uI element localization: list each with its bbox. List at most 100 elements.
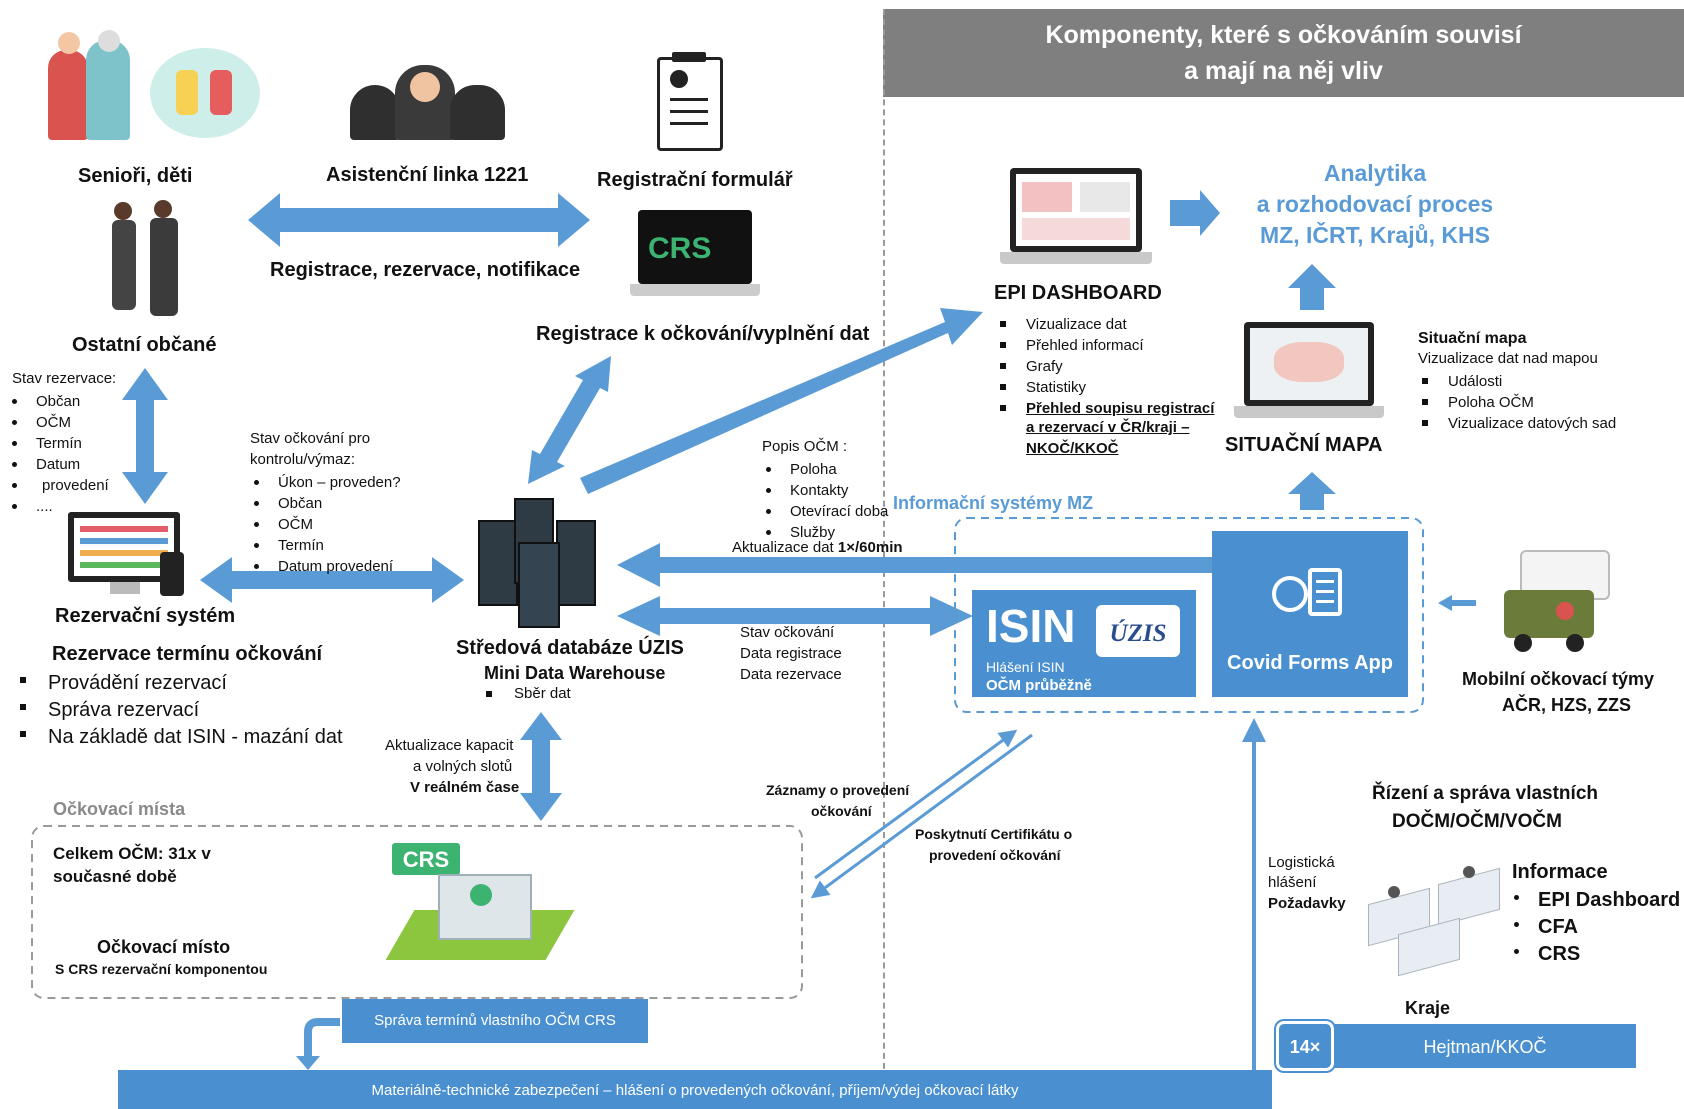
list-item: Datum provedení <box>248 556 401 577</box>
list-item: Události <box>1418 371 1616 392</box>
stav-rezervace-title: Stav rezervace: <box>12 370 117 387</box>
logist-2: hlášení <box>1268 874 1317 891</box>
list-item: Služby <box>760 522 888 543</box>
list-item: Poloha <box>760 459 888 480</box>
mobil-teams-2: AČR, HZS, ZZS <box>1502 695 1631 715</box>
logist-1: Logistická <box>1268 854 1335 871</box>
popis-ocm-list: Poloha Kontakty Otevírací doba Služby <box>760 459 888 543</box>
other-citizens-illustration <box>112 200 192 318</box>
reg-double-arrow <box>248 193 590 247</box>
count-badge-text: 14× <box>1289 1037 1321 1057</box>
list-item: Správa rezervací <box>16 697 343 724</box>
crs-badge-text: CRS <box>402 847 450 872</box>
sit-map-list: Události Poloha OČM Vizualizace datových… <box>1418 371 1616 434</box>
list-item: Přehled informací <box>996 335 1214 356</box>
list-item: Provádění rezervací <box>16 670 343 697</box>
epi-laptop-icon <box>1000 168 1152 268</box>
certifikat-line <box>810 733 1033 899</box>
epi-special-3: NKOČ/KKOČ <box>1026 440 1119 457</box>
kontrola-title-2: kontrolu/výmaz: <box>250 451 356 468</box>
citizen-vertical-arrow <box>122 368 168 504</box>
db-epi-arrow <box>580 308 983 494</box>
rez-system-monitor-icon <box>68 512 188 602</box>
mobil-cfa-arrow <box>1438 595 1476 611</box>
helpline-label: Asistenční linka 1221 <box>326 164 529 186</box>
list-item: Občan <box>6 391 109 412</box>
isin-sub-2: OČM průběžně <box>986 677 1092 694</box>
rez-db-arrow <box>200 557 464 603</box>
sprava-terminu-text: Správa termínů vlastního OČM CRS <box>374 1012 616 1029</box>
ocm-section-title: Očkovací místa <box>53 799 186 819</box>
virus-form-icon <box>1272 566 1344 622</box>
list-item: Úkon – proveden? <box>248 472 401 493</box>
list-item: Vizualizace datových sad <box>1418 413 1616 434</box>
epi-list: Vizualizace dat Přehled informací Grafy … <box>996 314 1214 419</box>
header-band <box>883 9 1684 97</box>
hejtman-bar <box>1334 1024 1636 1068</box>
list-item: OČM <box>248 514 401 535</box>
rez-terminu-title: Rezervace termínu očkování <box>52 643 323 665</box>
stav-ockovani-1: Stav očkování <box>740 624 835 641</box>
crs-screen-text: CRS <box>648 232 712 265</box>
count-badge <box>1276 1021 1334 1071</box>
list-item: OČM <box>6 412 109 433</box>
is-mz-dashed-box <box>954 517 1424 713</box>
regform-label: Registrační formulář <box>597 169 793 191</box>
sit-map-sub: Vizualizace dat nad mapou <box>1418 350 1598 367</box>
list-item: Poloha OČM <box>1418 392 1616 413</box>
registration-form-icon <box>657 52 723 151</box>
list-item: Občan <box>248 493 401 514</box>
db-list: Sběr dat <box>482 684 571 704</box>
epi-title: EPI DASHBOARD <box>994 282 1162 304</box>
ocm-place-sub: S CRS rezervační komponentou <box>55 961 268 977</box>
rez-terminu-list: Provádění rezervací Správa rezervací Na … <box>16 670 343 751</box>
rizeni-2: DOČM/OČM/VOČM <box>1392 811 1562 832</box>
sit-map-title: Situační mapa <box>1418 330 1527 347</box>
informace-title: Informace <box>1512 861 1608 883</box>
helpline-illustration <box>350 60 510 145</box>
list-item: Datum <box>6 454 109 475</box>
list-item: .... <box>6 496 109 517</box>
reg-arrow-label: Registrace, rezervace, notifikace <box>270 259 581 281</box>
mobil-teams-1: Mobilní očkovací týmy <box>1462 669 1655 689</box>
cfa-db-arrow <box>617 543 1212 587</box>
ocm-place-label: Očkovací místo <box>97 937 231 957</box>
list-item: Termín <box>248 535 401 556</box>
db-isin-arrow <box>617 596 973 636</box>
stav-rezervace-list: Občan OČM Termín Datum provedení .... <box>6 391 109 517</box>
sprava-hook-arrow <box>304 1018 340 1060</box>
list-item: Přehled soupisu registrací <box>996 398 1214 419</box>
uzis-logo <box>1096 605 1180 657</box>
is-mz-title: Informační systémy MZ <box>893 493 1094 513</box>
zaznamy-line <box>814 729 1018 880</box>
analytika-3: MZ, IČRT, Krajů, KHS <box>1259 222 1490 248</box>
list-item: Otevírací doba <box>760 501 888 522</box>
header-title-line2: a mají na něj vliv <box>1184 57 1383 85</box>
stav-ockovani-3: Data rezervace <box>740 666 842 683</box>
office-workers-illustration <box>1368 856 1508 977</box>
seniors-label: Senioři, děti <box>78 165 193 187</box>
db-ocm-arrow <box>520 712 562 821</box>
hejtman-text: Hejtman/KKOČ <box>1423 1037 1547 1057</box>
list-item: EPI Dashboard <box>1508 887 1680 914</box>
celkem-ocm-1: Celkem OČM: 31x v <box>53 844 211 863</box>
seniors-children-illustration <box>38 30 268 155</box>
ocm-dashed-box <box>31 825 803 999</box>
aktual-60-label: Aktualizace dat 1×/60min <box>732 539 903 556</box>
list-item: CRS <box>1508 941 1680 968</box>
logist-3: Požadavky <box>1268 895 1346 912</box>
rizeni-1: Řízení a správa vlastních <box>1372 783 1598 804</box>
list-item: Kontakty <box>760 480 888 501</box>
other-citizens-label: Ostatní občané <box>72 334 217 356</box>
kontrola-list: Úkon – proveden? Občan OČM Termín Datum … <box>248 472 401 577</box>
analytika-1: Analytika <box>1323 160 1427 186</box>
clinic-building-illustration <box>385 868 575 968</box>
list-item: provedení <box>6 475 109 496</box>
stav-ockovani-2: Data registrace <box>740 645 842 662</box>
celkem-ocm-2: současné době <box>53 867 177 886</box>
cfa-label: Covid Forms App <box>1227 652 1393 674</box>
cfa-sit-arrow <box>1288 472 1336 510</box>
kraje-label: Kraje <box>1405 998 1451 1018</box>
reg-data-label: Registrace k očkování/vyplnění dat <box>536 323 870 345</box>
